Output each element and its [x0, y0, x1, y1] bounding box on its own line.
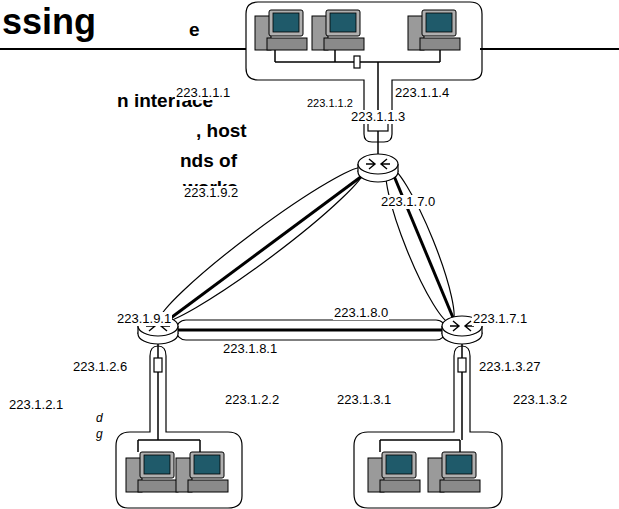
host-computer	[428, 452, 480, 492]
ip-address: 223.1.3.27	[478, 360, 541, 374]
ip-address: 223.1.1.2	[306, 97, 354, 109]
ip-address: 223.1.2.1	[8, 398, 64, 412]
host-keyboard	[380, 480, 420, 492]
host-keyboard	[267, 38, 307, 50]
host-screen	[446, 455, 472, 474]
host-screen	[273, 13, 299, 32]
host-keyboard	[420, 38, 460, 50]
router-symbol	[358, 154, 398, 182]
title-rule	[0, 48, 246, 50]
ip-address: 223.1.2.2	[224, 393, 280, 407]
ip-address: 223.1.1.4	[394, 86, 450, 100]
ip-address: 223.1.8.1	[222, 342, 278, 356]
host-keyboard	[188, 480, 228, 492]
note-fragment: d	[96, 412, 103, 425]
host-keyboard	[324, 38, 364, 50]
host-computer	[408, 10, 460, 50]
host-monitor	[140, 452, 174, 478]
host-monitor	[269, 10, 303, 36]
host-screen	[194, 455, 220, 474]
ip-address: 223.1.7.0	[380, 195, 436, 209]
host-screen	[386, 455, 412, 474]
host-computer	[126, 452, 178, 492]
host-monitor	[326, 10, 360, 36]
ip-address: 223.1.8.0	[333, 306, 389, 320]
ip-address: 223.1.3.1	[336, 393, 392, 407]
ip-address: 223.1.9.2	[183, 186, 239, 200]
link-outline	[176, 320, 446, 340]
host-monitor	[422, 10, 456, 36]
host-computer	[368, 452, 420, 492]
link-line	[178, 329, 444, 332]
ip-address: 223.1.7.1	[472, 312, 528, 326]
host-screen	[330, 13, 356, 32]
title-rule	[480, 48, 619, 50]
host-screen	[426, 13, 452, 32]
ip-address: 223.1.1.3	[350, 110, 406, 124]
host-computer	[176, 452, 228, 492]
host-monitor	[442, 452, 476, 478]
bullet-fragment: nds of	[180, 151, 237, 172]
host-computer	[255, 10, 307, 50]
link-outline	[376, 162, 465, 328]
note-fragment: g	[96, 428, 103, 441]
host-computer	[312, 10, 364, 50]
ip-address: 223.1.9.1	[116, 312, 172, 326]
ip-address: 223.1.1.1	[175, 86, 231, 100]
subnet-outline	[246, 2, 482, 142]
host-keyboard	[138, 480, 178, 492]
ip-address: 223.1.3.2	[512, 393, 568, 407]
ip-address: 223.1.2.6	[72, 360, 128, 374]
host-keyboard	[440, 480, 480, 492]
link-line	[168, 176, 362, 320]
bullet-fragment: , host	[196, 121, 247, 142]
router-icons	[138, 154, 482, 344]
subnet-outline	[116, 346, 242, 508]
bullet-fragment: e	[189, 20, 200, 41]
host-icons	[126, 10, 480, 492]
host-monitor	[190, 452, 224, 478]
host-screen	[144, 455, 170, 474]
host-monitor	[382, 452, 416, 478]
slide-title: ssing	[2, 2, 96, 42]
